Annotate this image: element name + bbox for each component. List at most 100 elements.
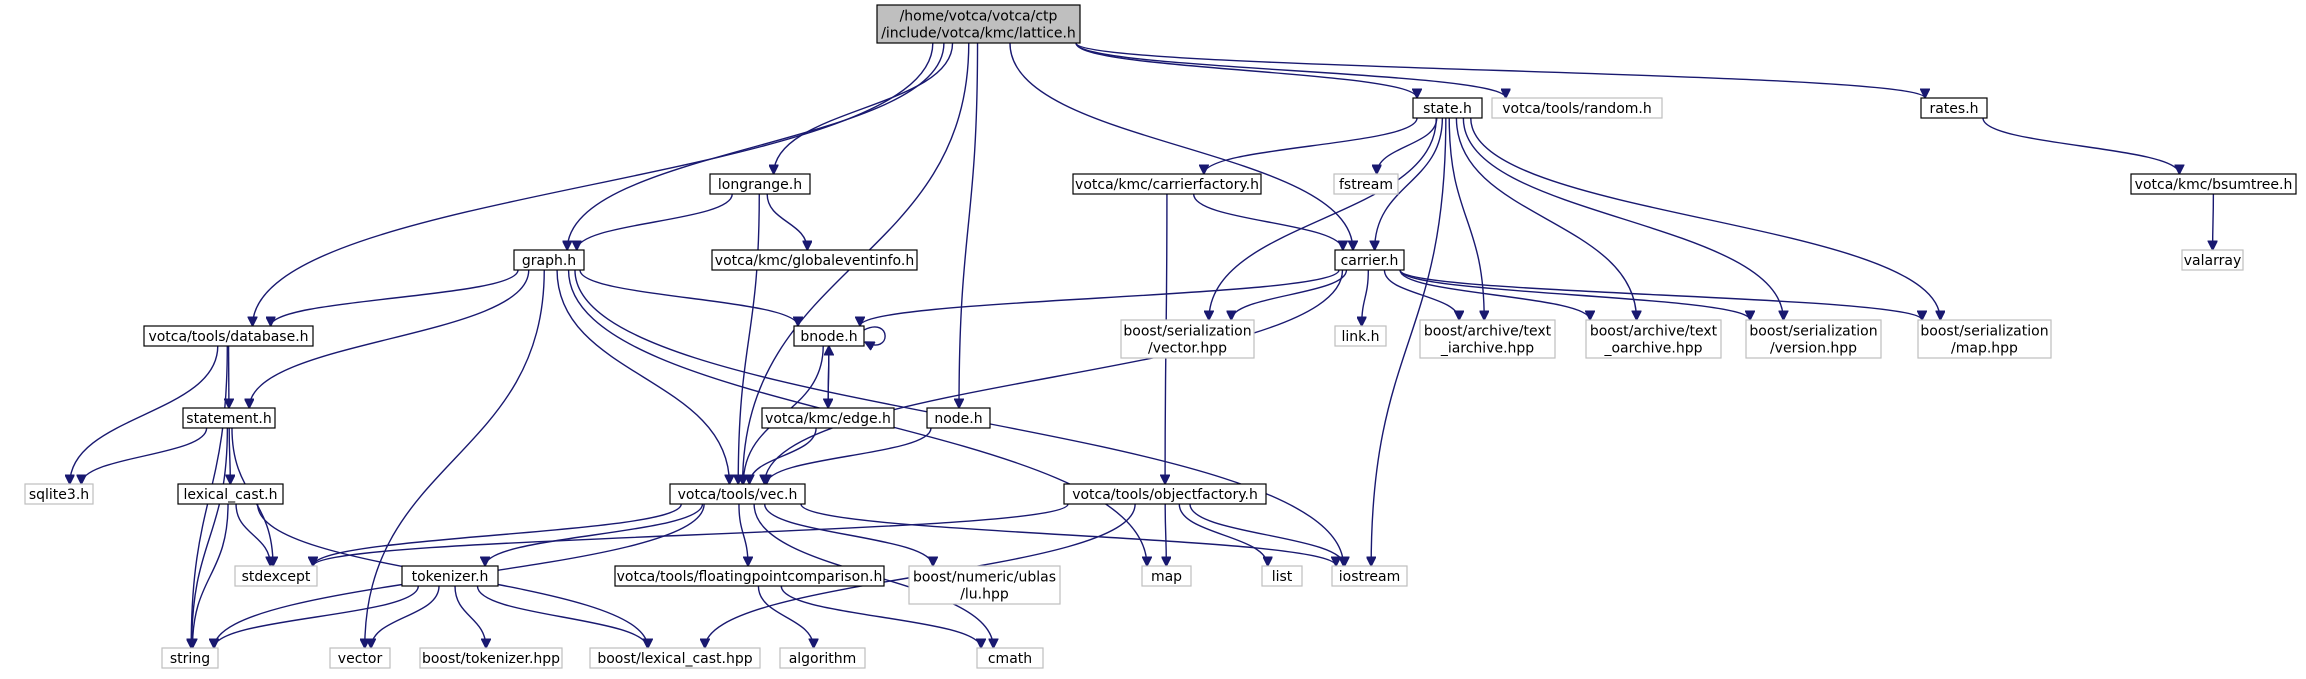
node-label: votca/tools/objectfactory.h (1072, 487, 1258, 503)
node-label: sqlite3.h (29, 487, 89, 503)
node-longrange[interactable]: longrange.h (709, 173, 811, 195)
node-label: fstream (1339, 177, 1393, 193)
node-list: list (1261, 565, 1303, 587)
node-tokenizer[interactable]: tokenizer.h (401, 565, 499, 587)
edge-lattice-to-database (253, 42, 934, 326)
node-label: /map.hpp (1951, 341, 2018, 357)
node-label: tokenizer.h (412, 569, 489, 585)
node-box (711, 249, 918, 271)
node-carrier[interactable]: carrier.h (1334, 249, 1405, 271)
edge-statement-to-lexicalcast (229, 427, 230, 484)
edge-objectfactory-to-map (1165, 503, 1166, 566)
node-objectfactory[interactable]: votca/tools/objectfactory.h (1063, 483, 1267, 505)
node-label: votca/kmc/bsumtree.h (2135, 177, 2293, 193)
node-label: valarray (2184, 253, 2241, 269)
node-label: link.h (1341, 329, 1379, 345)
node-string: string (161, 647, 219, 669)
node-database[interactable]: votca/tools/database.h (143, 325, 314, 347)
node-box (2130, 173, 2297, 195)
node-label: map (1151, 569, 1182, 585)
node-box (779, 647, 866, 669)
node-random: votca/tools/random.h (1491, 97, 1663, 119)
node-label: algorithm (789, 651, 857, 667)
edge-graph-to-statement (249, 269, 530, 408)
node-ublaslu: boost/numeric/ublas/lu.hpp (908, 565, 1061, 605)
node-label: votca/kmc/globaleventinfo.h (715, 253, 914, 269)
edge-vec-to-ublaslu (763, 503, 933, 566)
edge-objectfactory-to-iostream (1189, 503, 1345, 566)
node-box (976, 647, 1044, 669)
node-fpcomparison[interactable]: votca/tools/floatingpointcomparison.h (614, 565, 885, 587)
node-graph[interactable]: graph.h (513, 249, 585, 271)
node-bmap: boost/serialization/map.hpp (1917, 319, 2052, 359)
edge-bnode-to-bnode (864, 326, 886, 345)
node-rates[interactable]: rates.h (1920, 97, 1988, 119)
edge-vec-to-stdexcept (313, 503, 682, 566)
edge-state-to-carrierfactory (1204, 117, 1418, 174)
edge-objectfactory-to-list (1178, 503, 1267, 566)
node-label: bnode.h (800, 329, 857, 345)
node-box (1419, 319, 1556, 359)
node-statement[interactable]: statement.h (182, 407, 276, 429)
edge-vec-to-iostream (800, 503, 1336, 566)
node-box (669, 483, 806, 505)
node-label: boost/numeric/ublas (913, 570, 1056, 586)
node-carrierfactory[interactable]: votca/kmc/carrierfactory.h (1072, 173, 1262, 195)
node-label: votca/tools/floatingpointcomparison.h (617, 569, 883, 585)
node-box (876, 4, 1081, 44)
node-box (1334, 249, 1405, 271)
node-label: vector (338, 651, 383, 667)
node-box (2181, 249, 2244, 271)
node-edge[interactable]: votca/kmc/edge.h (761, 407, 895, 429)
edge-state-to-bversion (1462, 117, 1783, 320)
node-box (1334, 325, 1387, 347)
edge-database-to-sqlite3 (70, 345, 219, 484)
edge-vec-to-tokenizer (485, 503, 704, 566)
node-lattice[interactable]: /home/votca/votca/ctp/include/votca/kmc/… (876, 4, 1081, 44)
node-box (177, 483, 284, 505)
node-box (908, 565, 1061, 605)
node-box (24, 483, 94, 505)
edge-graph-to-vec (556, 269, 729, 484)
node-label: boost/serialization (1123, 324, 1251, 340)
node-globaleventinfo[interactable]: votca/kmc/globaleventinfo.h (711, 249, 918, 271)
node-stdexcept: stdexcept (234, 565, 318, 587)
node-label: state.h (1423, 101, 1472, 117)
node-box (589, 647, 761, 669)
node-tiarchive: boost/archive/text_iarchive.hpp (1419, 319, 1556, 359)
node-box (1920, 97, 1988, 119)
edge-carrier-to-toarchive (1399, 269, 1590, 320)
node-label: votca/kmc/carrierfactory.h (1075, 177, 1259, 193)
node-bvector: boost/serialization/vector.hpp (1120, 319, 1255, 359)
edge-state-to-bvector (1209, 117, 1437, 320)
node-box (143, 325, 314, 347)
node-label: node.h (934, 411, 982, 427)
node-box (419, 647, 563, 669)
node-node[interactable]: node.h (926, 407, 991, 429)
node-bnode[interactable]: bnode.h (793, 325, 865, 347)
node-lexicalcast[interactable]: lexical_cast.h (177, 483, 284, 505)
edge-graph-to-bnode (579, 269, 798, 326)
node-box (1412, 97, 1483, 119)
node-label: /version.hpp (1770, 341, 1857, 357)
node-label: rates.h (1929, 101, 1978, 117)
node-bsumtree[interactable]: votca/kmc/bsumtree.h (2130, 173, 2297, 195)
node-label: boost/tokenizer.hpp (422, 651, 560, 667)
node-vec[interactable]: votca/tools/vec.h (669, 483, 806, 505)
node-label: stdexcept (242, 569, 311, 585)
node-state[interactable]: state.h (1412, 97, 1483, 119)
node-box (234, 565, 318, 587)
node-label: boost/serialization (1920, 324, 2048, 340)
edge-lexicalcast-to-stdexcept (235, 503, 270, 566)
node-box (1261, 565, 1303, 587)
node-label: votca/tools/random.h (1502, 101, 1651, 117)
node-box (761, 407, 895, 429)
edge-carrier-to-bversion (1399, 269, 1750, 320)
node-box (513, 249, 585, 271)
edge-node-to-vec (767, 427, 932, 484)
edge-objectfactory-to-stdexcept (313, 503, 1069, 566)
node-label: votca/tools/database.h (148, 329, 308, 345)
node-label: votca/tools/vec.h (678, 487, 798, 503)
node-box (182, 407, 276, 429)
